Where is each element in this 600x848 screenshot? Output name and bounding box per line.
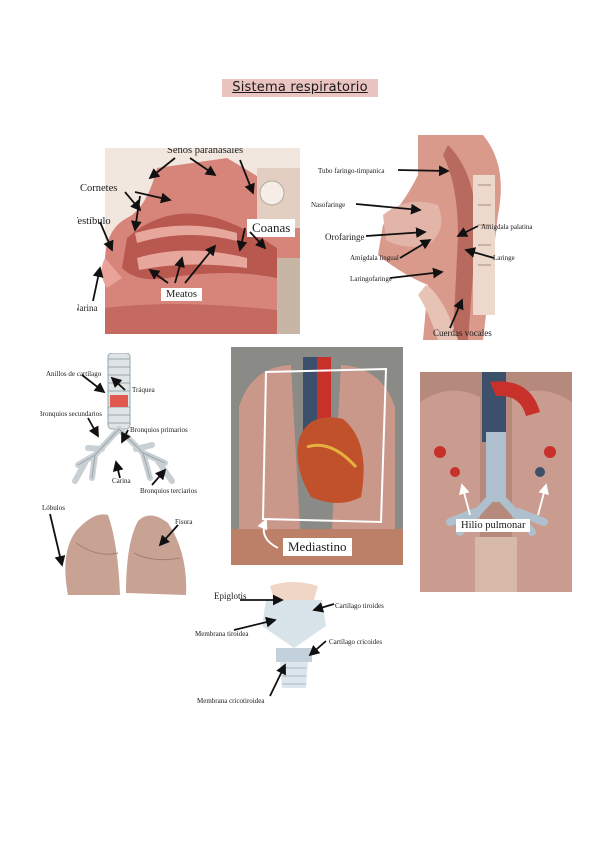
lungs-figure: Lóbulos Fisura — [38, 503, 213, 603]
label-cartilago-cricoides: Cartílago cricoides — [329, 638, 383, 646]
label-amigdala-lingual: Amígdala lingual — [350, 254, 399, 262]
label-coanas: Coanas — [247, 219, 296, 237]
nasal-cavity-figure: Senos paranasales Cornetes Vestíbulo Coa… — [77, 148, 300, 334]
pharynx-illustration — [378, 135, 501, 340]
label-nasofaringe: Nasofaringe — [311, 201, 346, 209]
pharynx-figure: Tubo faringo-timpanica Nasofaringe Orofa… — [308, 135, 533, 340]
mediastino-illustration — [231, 357, 403, 565]
label-cartilago-tiroides: Cartílago tiroides — [335, 602, 384, 610]
label-senos-paranasales: Senos paranasales — [167, 148, 244, 156]
label-bronquios-secundarios: Bronquios secundarios — [40, 410, 102, 418]
label-carina: Carina — [112, 477, 131, 485]
label-anillos-de-cartilago: Anillos de cartílago — [46, 370, 102, 378]
label-epiglotis: Epiglotis — [214, 591, 247, 601]
larynx-figure: Epiglotis Cartílago tiroides Membrana ti… — [194, 578, 419, 708]
label-traquea: Tráquea — [132, 386, 155, 394]
label-vestibulo: Vestíbulo — [77, 216, 111, 227]
hilio-illustration — [420, 372, 572, 592]
label-mediastino: Mediastino — [283, 538, 352, 556]
label-tubo-faringotimpanica: Tubo faringo-timpanica — [318, 167, 385, 175]
label-cornetes: Cornetes — [80, 183, 118, 194]
bronchi-illustration — [72, 353, 175, 484]
label-fisura: Fisura — [175, 518, 193, 526]
page-title: Sistema respiratorio — [222, 79, 378, 97]
label-bronquios-primarios: Bronquios primarios — [130, 426, 188, 434]
hilio-figure: Hilio pulmonar — [420, 372, 572, 592]
nasal-cavity-illustration — [101, 148, 300, 334]
larynx-illustration — [262, 582, 326, 688]
label-lobulos: Lóbulos — [42, 504, 65, 512]
mediastino-figure: Mediastino — [231, 347, 403, 565]
label-orofaringe: Orofaringe — [325, 232, 365, 242]
label-laringe: Laringe — [493, 254, 515, 262]
label-hilio-pulmonar: Hilio pulmonar — [456, 519, 531, 532]
label-cuerdas-vocales: Cuerdas vocales — [433, 328, 492, 338]
bronchi-figure: Anillos de cartílago Tráquea Bronquios s… — [40, 353, 225, 503]
label-amigdala-palatina: Amígdala palatina — [481, 223, 533, 231]
label-meatos: Meatos — [161, 288, 202, 301]
label-bronquios-terciarios: Bronquios terciarios — [140, 487, 197, 495]
label-membrana-tiroidea: Membrana tiroidea — [195, 630, 249, 638]
label-narina: Narina — [77, 303, 98, 313]
label-membrana-cricotiroidea: Membrana cricotiroidea — [197, 697, 265, 705]
label-laringofaringe: Laringofaringe — [350, 275, 392, 283]
